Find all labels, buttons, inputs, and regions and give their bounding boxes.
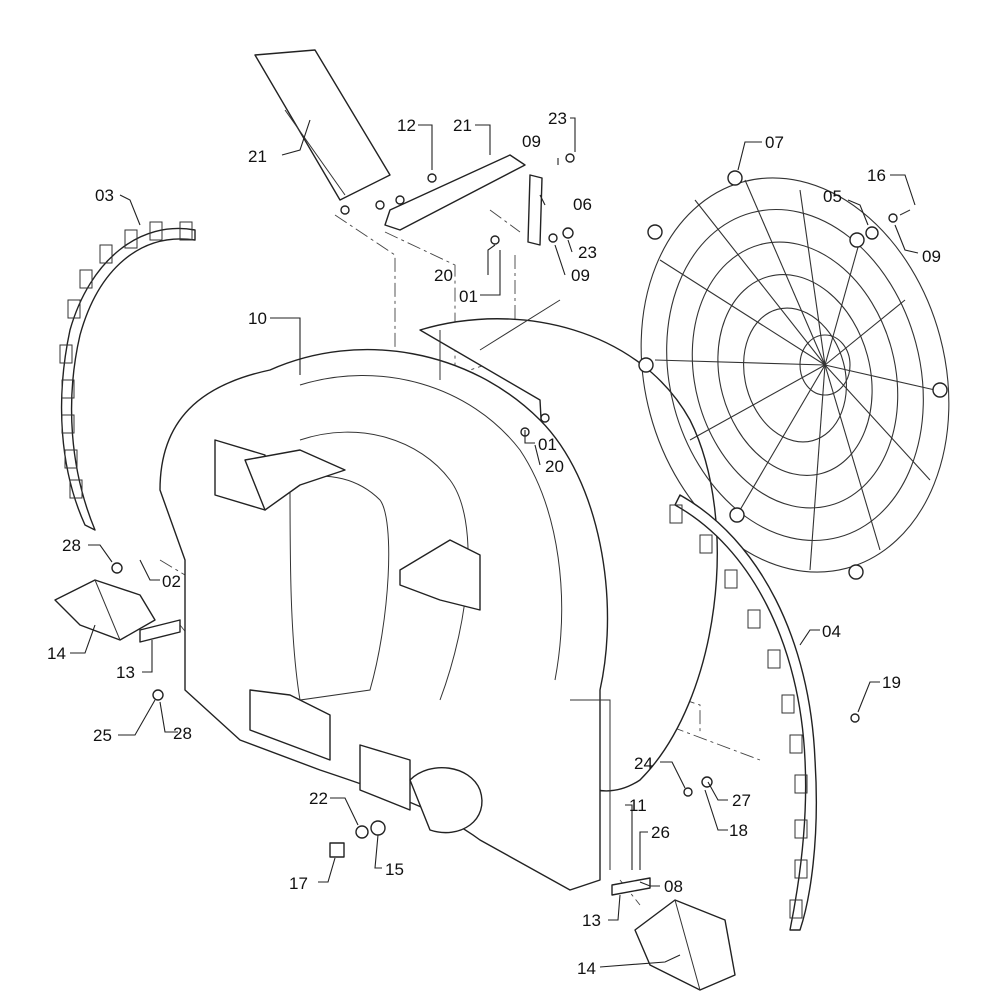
callout-leaders bbox=[70, 117, 919, 968]
upper-brackets bbox=[254, 49, 561, 351]
callout-18: 18 bbox=[729, 821, 748, 840]
callout-15: 15 bbox=[385, 860, 404, 879]
callout-11: 11 bbox=[629, 796, 647, 815]
callout-14: 14 bbox=[577, 959, 596, 978]
callout-09: 09 bbox=[571, 266, 590, 285]
callout-06: 06 bbox=[573, 195, 592, 214]
callout-19: 19 bbox=[882, 673, 901, 692]
callout-01: 01 bbox=[538, 435, 557, 454]
callout-21: 21 bbox=[453, 116, 472, 135]
callout-23: 23 bbox=[548, 109, 567, 128]
callout-01: 01 bbox=[459, 287, 478, 306]
callout-23: 23 bbox=[578, 243, 597, 262]
callout-20: 20 bbox=[545, 457, 564, 476]
callout-13: 13 bbox=[116, 663, 135, 682]
callout-05: 05 bbox=[823, 187, 842, 206]
callout-20: 20 bbox=[434, 266, 453, 285]
callout-03: 03 bbox=[95, 186, 114, 205]
callout-02: 02 bbox=[162, 572, 181, 591]
nozzle-arc-left bbox=[59, 221, 196, 531]
callout-14: 14 bbox=[47, 644, 66, 663]
callout-07: 07 bbox=[765, 133, 784, 152]
callout-27: 27 bbox=[732, 791, 751, 810]
grid-spokes bbox=[654, 179, 936, 571]
callout-16: 16 bbox=[867, 166, 886, 185]
callout-09: 09 bbox=[522, 132, 541, 151]
callout-17: 17 bbox=[289, 874, 308, 893]
callout-13: 13 bbox=[582, 911, 601, 930]
callout-21: 21 bbox=[248, 147, 267, 166]
nozzle-arc-right bbox=[669, 494, 817, 931]
callout-28: 28 bbox=[62, 536, 81, 555]
lower-guards bbox=[54, 579, 736, 991]
callout-26: 26 bbox=[651, 823, 670, 842]
fasteners bbox=[111, 153, 911, 858]
callout-12: 12 bbox=[397, 116, 416, 135]
fan-housing bbox=[159, 318, 718, 891]
callout-25: 25 bbox=[93, 726, 112, 745]
callout-28: 28 bbox=[173, 724, 192, 743]
callout-09: 09 bbox=[922, 247, 941, 266]
callout-24: 24 bbox=[634, 754, 653, 773]
grid-mounting-tabs bbox=[638, 170, 948, 580]
callout-labels: 21 12 21 23 09 06 23 09 20 01 03 10 07 1… bbox=[47, 109, 941, 978]
callout-10: 10 bbox=[248, 309, 267, 328]
callout-04: 04 bbox=[822, 622, 841, 641]
protective-grid bbox=[638, 170, 950, 580]
callout-22: 22 bbox=[309, 789, 328, 808]
callout-08: 08 bbox=[664, 877, 683, 896]
